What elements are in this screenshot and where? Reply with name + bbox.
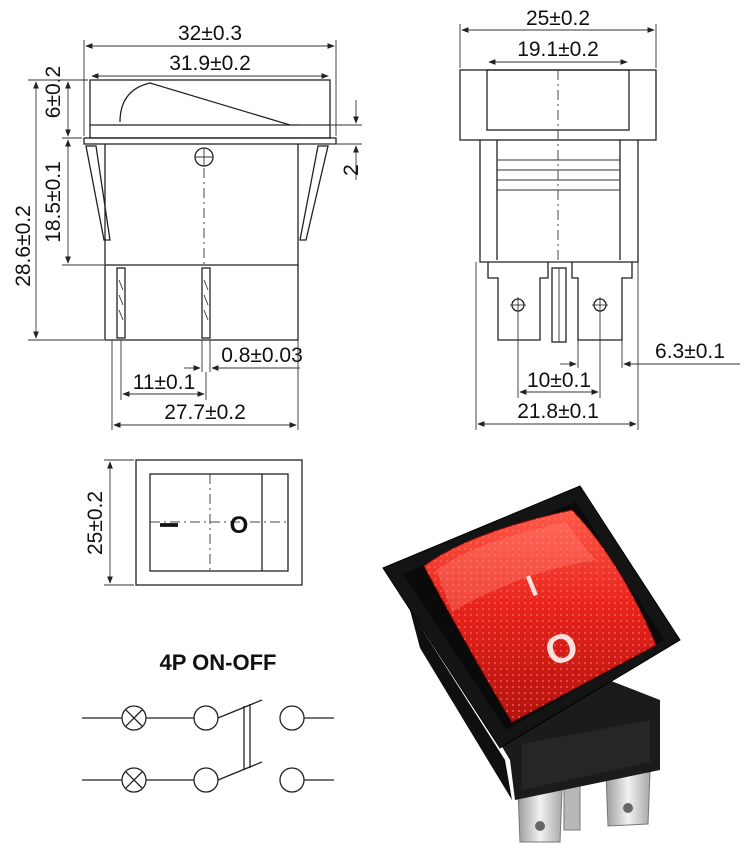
side-right-clip: [299, 145, 329, 241]
dim-side-total-height: 28.6±0.2: [12, 205, 35, 287]
dim-front-width-inner: 19.1±0.2: [517, 38, 599, 61]
dim-front-tab-width: 6.3±0.1: [655, 340, 725, 363]
schematic-title: 4P ON-OFF: [160, 650, 277, 675]
top-view: I O 25±0.2: [84, 459, 303, 586]
front-terminal-left: [487, 262, 549, 341]
dim-side-terminal-pitch: 11±0.1: [133, 371, 196, 394]
front-view: 25±0.2 19.1±0.2 6.3±0.1 10±0.1 21.8±0.1: [459, 7, 740, 430]
side-view: 32±0.3 31.9±0.2 6±0.2 18.5±0.1 28.6±0.2 …: [12, 22, 363, 430]
dim-side-terminal-thickness: 0.8±0.03: [221, 344, 303, 367]
top-frame-outer: [135, 459, 303, 586]
photo-terminals: [517, 771, 651, 843]
dim-front-base-width: 21.8±0.1: [517, 400, 599, 423]
side-terminal-right: [201, 267, 211, 339]
contact-top-right: [279, 705, 305, 731]
dim-side-base-width: 27.7±0.2: [164, 401, 246, 424]
switch-photo: I O: [382, 485, 681, 843]
dim-side-width-inner: 31.9±0.2: [169, 52, 251, 75]
front-terminal-right: [571, 262, 633, 341]
side-terminal-left: [116, 267, 126, 339]
contact-top-left: [193, 705, 219, 731]
dim-side-rocker-height: 6±0.2: [42, 66, 65, 118]
contact-bottom-left: [193, 767, 219, 793]
schematic: 4P ON-OFF: [82, 650, 334, 793]
dim-front-terminal-pitch: 10±0.1: [527, 369, 591, 392]
dim-side-width-outer: 32±0.3: [178, 22, 242, 45]
dim-top-height: 25±0.2: [84, 491, 107, 555]
side-rocker-cap: [89, 79, 331, 139]
side-body: [104, 144, 299, 266]
dim-front-width-outer: 25±0.2: [526, 7, 590, 30]
dim-side-lip: 2: [340, 164, 363, 176]
side-frame-flange: [83, 137, 337, 145]
top-on-symbol: I: [154, 521, 184, 528]
front-body: [479, 140, 639, 263]
side-left-clip: [85, 145, 111, 241]
contact-bottom-right: [279, 767, 305, 793]
top-off-symbol: O: [230, 512, 249, 539]
side-rocker-slope: [119, 82, 291, 126]
dim-side-body-height: 18.5±0.1: [42, 161, 65, 243]
